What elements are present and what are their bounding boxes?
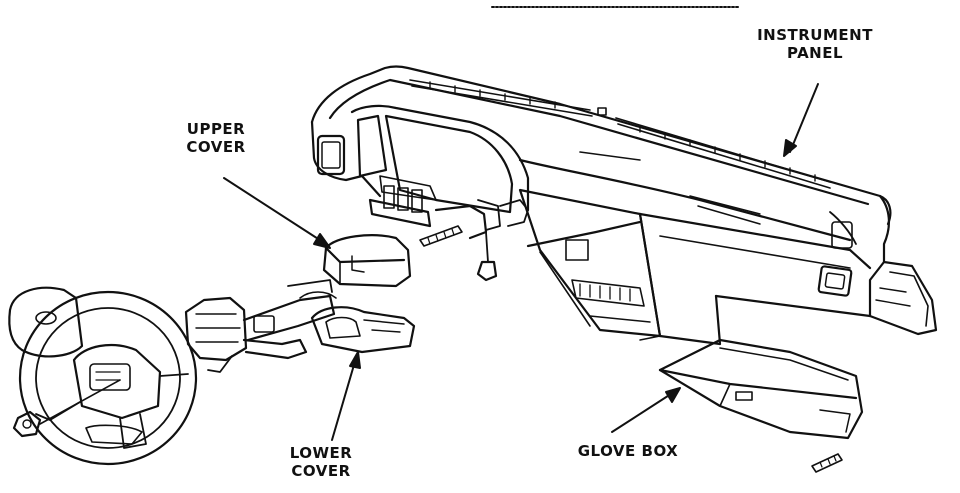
steering-column: [184, 279, 337, 373]
instrument-panel-label-line1: INSTRUMENT: [757, 26, 873, 44]
instrument-panel: [310, 65, 938, 346]
lower-cover-label-line2: COVER: [291, 462, 351, 480]
glove-box-label-text: GLOVE BOX: [577, 442, 679, 460]
upper-cover-arrow: [223, 177, 327, 245]
lower-cover: [310, 306, 416, 354]
lower-cover-label: LOWER COVER: [280, 444, 362, 480]
column-screw: [476, 231, 498, 282]
instrument-panel-label: INSTRUMENT PANEL: [740, 26, 890, 62]
leader-arrows: [223, 83, 819, 441]
upper-cover-label-line2: COVER: [186, 138, 246, 156]
upper-cover-label: UPPER COVER: [176, 120, 256, 156]
lower-cover-arrow: [331, 357, 357, 441]
instrument-panel-label-line2: PANEL: [786, 44, 844, 62]
upper-cover: [322, 225, 463, 288]
glove-box-arrow: [611, 391, 675, 433]
steering-wheel: [8, 286, 198, 466]
glove-box-label: GLOVE BOX: [566, 442, 690, 460]
lower-cover-label-line1: LOWER: [289, 444, 353, 462]
upper-cover-arrowhead: [313, 233, 331, 249]
upper-cover-label-line1: UPPER: [186, 120, 246, 138]
glove-box: [658, 338, 864, 473]
glove-box-arrowhead: [665, 387, 681, 403]
instrument-panel-arrow: [789, 83, 819, 153]
instrument-panel-arrowhead: [783, 139, 797, 157]
lower-cover-arrowhead: [349, 351, 361, 369]
